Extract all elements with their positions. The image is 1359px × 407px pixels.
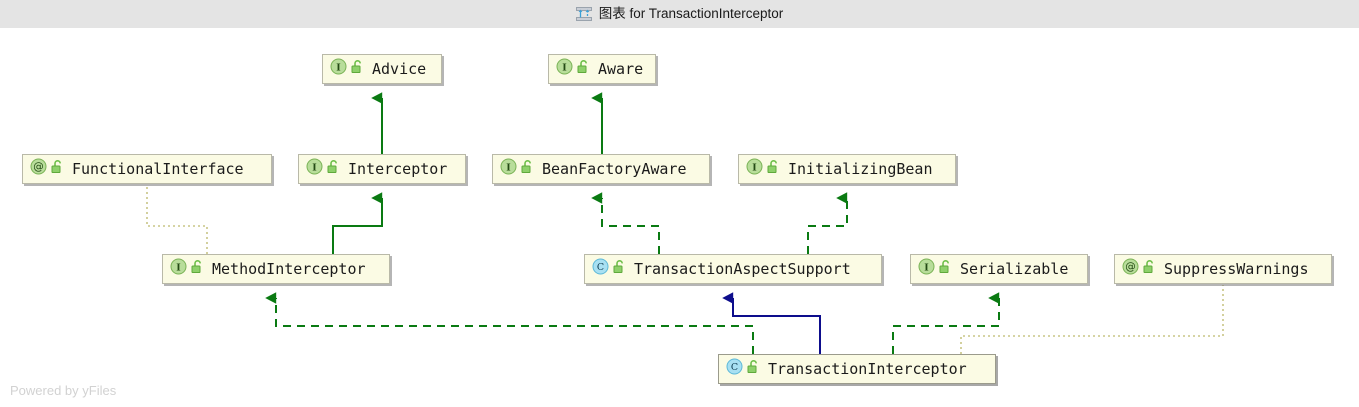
diagram-icon <box>575 6 592 22</box>
diagram-canvas[interactable]: I Advice I <box>0 28 1359 407</box>
edge-methodinterceptor-functionalinterface <box>146 185 208 254</box>
interface-icon: I <box>746 158 763 180</box>
node-suppresswarnings[interactable]: @ SuppressWarnings <box>1114 254 1332 284</box>
annotation-glyph: @ <box>33 161 44 173</box>
edge-ti-transactionaspectsupport <box>722 292 821 354</box>
interface-icon: I <box>918 258 935 280</box>
window-title: 图表 for TransactionInterceptor <box>598 6 784 21</box>
annotation-icon: @ <box>30 158 47 180</box>
node-label: Serializable <box>960 259 1069 278</box>
annotation-icon: @ <box>1122 258 1139 280</box>
unlock-icon <box>51 159 63 179</box>
interface-glyph: I <box>752 162 757 173</box>
edge-ti-serializable <box>892 292 1000 354</box>
yfiles-watermark: Powered by yFiles <box>10 383 117 398</box>
unlock-icon <box>351 59 363 79</box>
node-label: Interceptor <box>348 159 448 178</box>
node-label: BeanFactoryAware <box>542 159 687 178</box>
edge-layer <box>146 92 1224 354</box>
node-label: FunctionalInterface <box>72 159 244 178</box>
interface-glyph: I <box>562 62 567 73</box>
interface-glyph: I <box>506 162 511 173</box>
unlock-icon <box>747 359 759 379</box>
unlock-icon <box>613 259 625 279</box>
interface-icon: I <box>330 58 347 80</box>
unlock-icon <box>939 259 951 279</box>
class-glyph: C <box>731 362 738 373</box>
unlock-icon <box>1143 259 1155 279</box>
window-titlebar: 图表 for TransactionInterceptor <box>0 0 1359 28</box>
interface-glyph: I <box>336 62 341 73</box>
class-icon: C <box>726 358 743 380</box>
edge-ti-methodinterceptor <box>265 292 754 354</box>
node-interceptor[interactable]: I Interceptor <box>298 154 466 184</box>
unlock-icon <box>767 159 779 179</box>
node-label: TransactionInterceptor <box>768 359 967 378</box>
edge-tas-initializingbean <box>807 192 848 254</box>
node-aware[interactable]: I Aware <box>548 54 656 84</box>
interface-icon: I <box>306 158 323 180</box>
node-serializable[interactable]: I Serializable <box>910 254 1088 284</box>
node-functionalinterface[interactable]: @ FunctionalInterface <box>22 154 272 184</box>
node-label: Aware <box>598 59 644 78</box>
unlock-icon <box>577 59 589 79</box>
node-advice[interactable]: I Advice <box>322 54 442 84</box>
edge-tas-beanfactoryaware <box>591 192 660 254</box>
interface-icon: I <box>556 58 573 80</box>
node-label: MethodInterceptor <box>212 259 366 278</box>
edge-methodinterceptor-interceptor <box>332 192 383 254</box>
interface-icon: I <box>500 158 517 180</box>
unlock-icon <box>191 259 203 279</box>
node-label: SuppressWarnings <box>1164 259 1309 278</box>
interface-icon: I <box>170 258 187 280</box>
class-icon: C <box>592 258 609 280</box>
interface-glyph: I <box>924 262 929 273</box>
node-transactionaspectsupport[interactable]: C TransactionAspectSupport <box>584 254 882 284</box>
node-initializingbean[interactable]: I InitializingBean <box>738 154 956 184</box>
node-transactioninterceptor[interactable]: C TransactionInterceptor <box>718 354 996 384</box>
interface-glyph: I <box>176 262 181 273</box>
node-label: TransactionAspectSupport <box>634 259 851 278</box>
class-glyph: C <box>597 262 604 273</box>
node-label: Advice <box>372 59 427 78</box>
edge-ti-suppresswarnings <box>960 285 1224 354</box>
node-label: InitializingBean <box>788 159 933 178</box>
interface-glyph: I <box>312 162 317 173</box>
node-beanfactoryaware[interactable]: I BeanFactoryAware <box>492 154 710 184</box>
annotation-glyph: @ <box>1125 261 1136 273</box>
unlock-icon <box>521 159 533 179</box>
unlock-icon <box>327 159 339 179</box>
node-methodinterceptor[interactable]: I MethodInterceptor <box>162 254 390 284</box>
